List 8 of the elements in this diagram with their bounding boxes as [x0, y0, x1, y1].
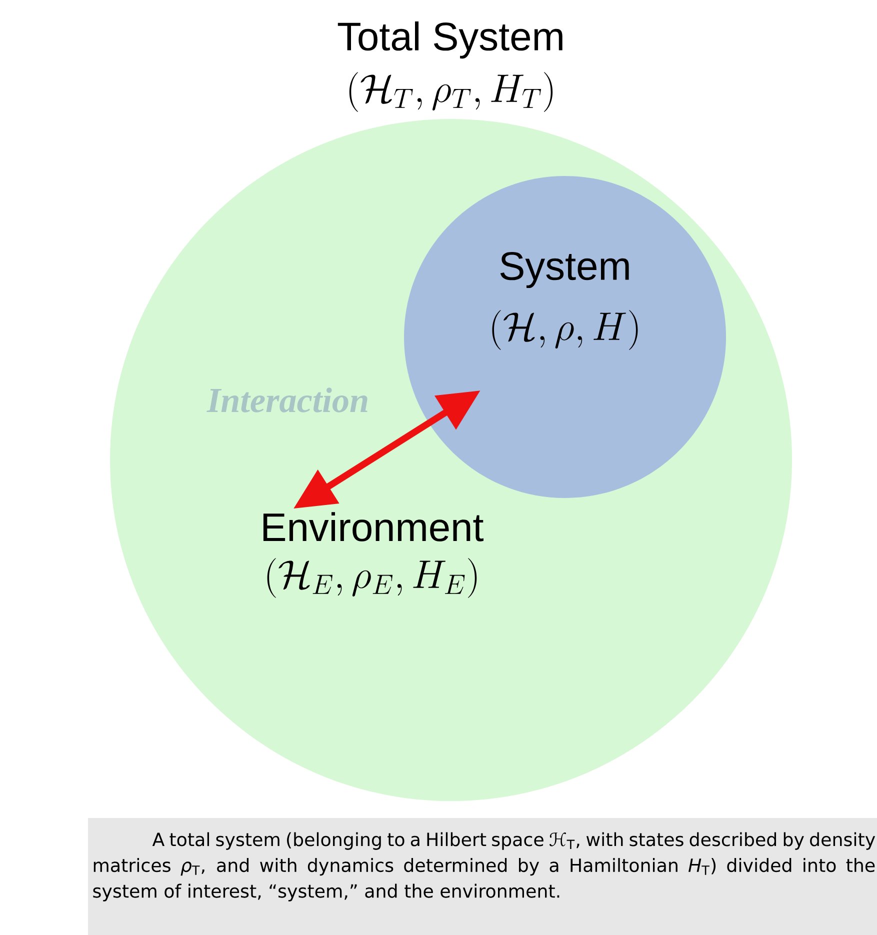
inner-circle	[404, 176, 726, 498]
text-label: Environment	[263, 512, 484, 542]
circle-heading: Total System	[338, 21, 562, 59]
circle-heading: System	[500, 252, 629, 288]
caption-box: A total system (belonging to a Hilbert space ℋ$_{T}$, with states described by density matrices ρ$_{T}$, and with dynamics determined by a Hamiltonian H$_{T}$) divided into the system of interest, “system,” and the environment.	[88, 818, 877, 935]
formula: $(\mathcal{H}_E, \rho_E, H_E)$	[267, 558, 477, 598]
formula: $(\mathcal{H}_T, \rho_T, H_T)$	[349, 72, 553, 112]
formula: $(\mathcal{H}, \rho, H)$	[492, 310, 638, 350]
